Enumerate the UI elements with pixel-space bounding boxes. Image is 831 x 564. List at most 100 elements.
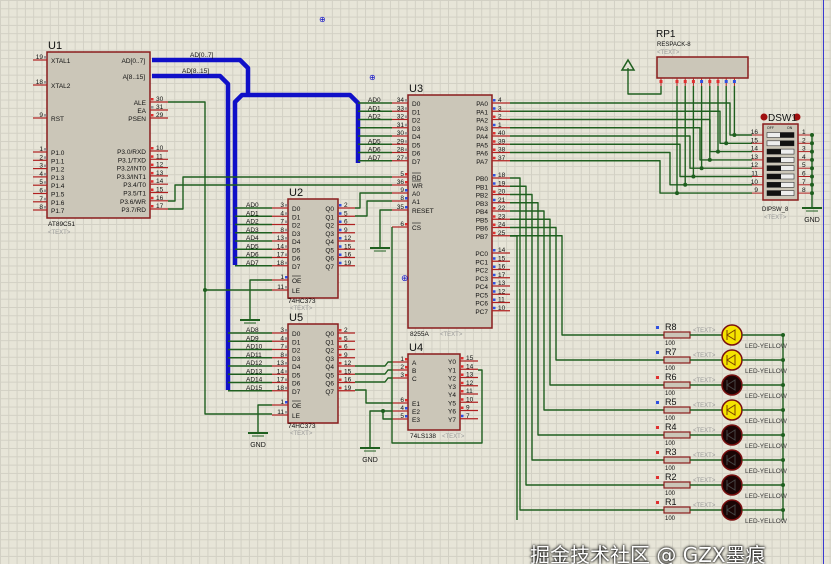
pin-state-marker [405,115,408,118]
pin-state-marker [493,306,496,310]
pin-name: D3 [292,231,301,238]
pin-name: RST [51,116,64,123]
pin-state-marker [285,378,288,381]
text-placeholder: <TEXT> [693,503,716,509]
pin-state-marker [151,98,154,101]
pin-number: 8 [400,195,404,202]
led-R2[interactable] [721,474,743,496]
pin-number: 3 [802,146,806,153]
rp1-body[interactable] [656,56,749,79]
junction-dot [203,288,207,292]
rp1-pin[interactable] [708,80,712,83]
pin-state-marker [493,190,496,193]
pin-number: 8 [39,204,43,211]
pin-state-marker [405,181,408,184]
resistor-R7[interactable] [663,356,691,364]
rp1-pin[interactable] [732,80,736,83]
rp1-pin[interactable] [675,80,679,83]
led-part-label: LED-YELLOW [745,493,788,500]
pin-state-marker [461,414,464,418]
pin-name: Y0 [448,359,456,366]
pin-state-marker [339,261,342,265]
resistor-value: 100 [665,391,676,397]
resistor-value: 100 [665,516,676,522]
rp1-pin[interactable] [691,80,695,83]
text-placeholder: <TEXT> [657,50,680,56]
pin-name: PC7 [475,309,488,316]
bus-pin-name: AD[0..7] [122,58,146,65]
rp1-pin[interactable] [700,80,704,83]
resistor-R8[interactable] [663,331,691,339]
pin-state-marker [493,249,496,252]
led-R8[interactable] [721,324,743,346]
pin-name: PC0 [475,251,488,258]
text-placeholder: <TEXT> [693,403,716,409]
pin-name: P3.1/TXD [118,157,146,164]
pin-number: 33 [397,105,405,112]
resistor-R4[interactable] [663,431,691,439]
resistor-value: 100 [665,441,676,447]
pin-state-marker [285,253,288,256]
led-diode-icon [726,479,736,491]
led-R1[interactable] [721,499,743,521]
pb-wire [510,202,664,436]
pin-state-marker [493,148,496,151]
pin-name: PA0 [476,101,488,108]
resistor-R2[interactable] [663,481,691,489]
rp1-pin[interactable] [724,80,728,83]
pin-state-marker [44,189,47,192]
net-label: AD6 [246,252,259,259]
pin-number: 9 [466,405,470,412]
pin-state-marker [339,386,342,390]
pin-state-marker [339,362,342,365]
pin-state-marker [151,196,154,200]
pin-state-marker [493,257,496,260]
pin-state-marker [461,373,464,376]
gnd-label: GND [250,442,266,449]
net-label: AD5 [368,138,381,145]
resistor-R6[interactable] [663,381,691,389]
u2-body[interactable] [287,198,339,299]
led-R4[interactable] [721,424,743,446]
pin-name: Q5 [325,372,334,379]
dip-switch-lever [767,182,781,188]
net-label: AD15 [246,385,263,392]
pin-number: 2 [344,327,348,334]
pin-number: 6 [39,188,43,195]
resistor-R5[interactable] [663,406,691,414]
led-R3[interactable] [721,449,743,471]
resistor-R3[interactable] [663,456,691,464]
led-part-label: LED-YELLOW [745,418,788,425]
part-label: 74HC373 [288,423,316,430]
pb-wire [510,193,664,461]
u4-body[interactable] [407,353,461,431]
rp1-pin[interactable] [659,80,663,83]
rp1-pin[interactable] [683,80,687,83]
pin-number: 1 [802,129,806,136]
pin-name: D3 [412,126,421,133]
pin-state-marker [493,140,496,143]
led-R6[interactable] [721,374,743,396]
pin-name: PB6 [476,226,489,233]
pin-name: PB1 [476,184,489,191]
led-R5[interactable] [721,399,743,421]
net-label: AD6 [368,147,381,154]
pin-state-marker [339,378,342,381]
pin-number: 29 [156,112,164,119]
rd-wire [168,176,392,210]
resistor-ref-label: R8 [665,322,677,332]
pin-number: 10 [751,179,759,186]
pin-state-marker [44,164,47,168]
u5-body[interactable] [287,323,339,424]
resistor-R1[interactable] [663,506,691,514]
led-R7[interactable] [721,349,743,371]
dip-switch-lever [767,190,781,196]
net-label: AD0 [246,202,259,209]
pin-name: Q0 [325,331,334,338]
pin-state-marker [339,228,342,232]
u1-body[interactable] [46,51,151,219]
rp1-pin[interactable] [716,80,720,83]
u3-body[interactable] [407,94,493,329]
